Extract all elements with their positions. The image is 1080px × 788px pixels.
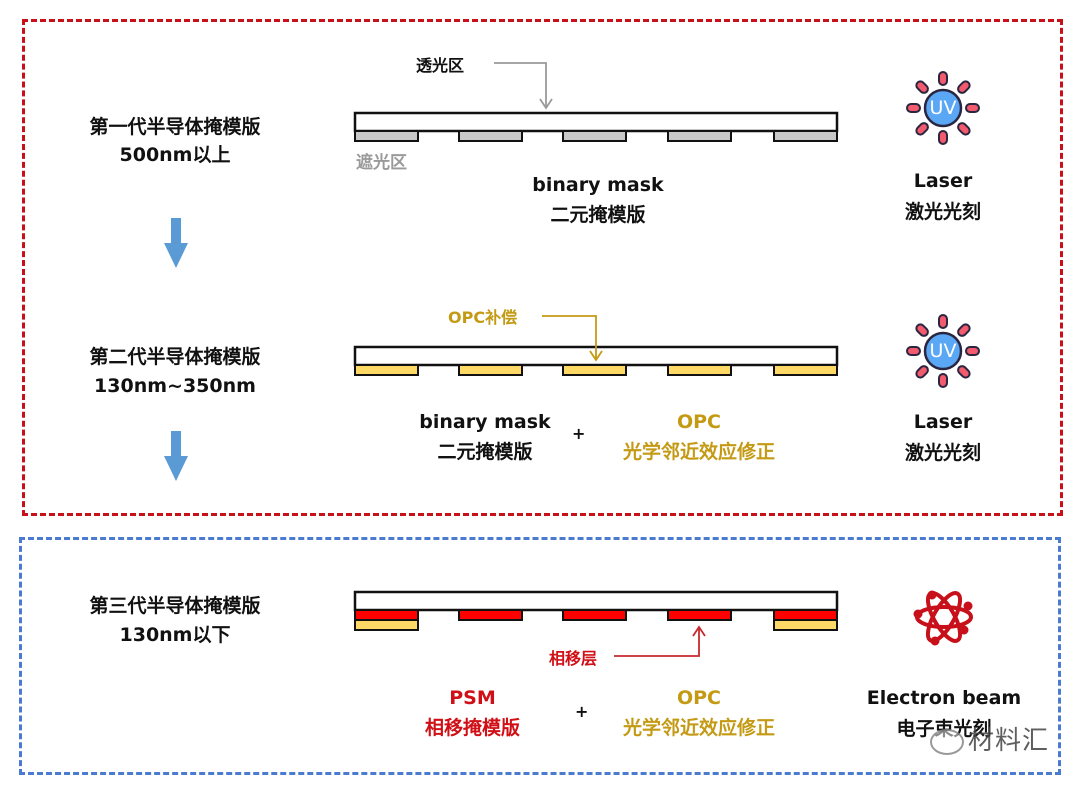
- opc-label-zh: 光学邻近效应修正: [622, 441, 775, 463]
- watermark-text: 材料汇: [968, 726, 1050, 756]
- gen2-node: 130nm~350nm: [94, 375, 256, 397]
- transparent-area-label: 透光区: [416, 56, 465, 75]
- gen3-node: 130nm以下: [119, 624, 231, 646]
- opc-label-zh: 光学邻近效应修正: [622, 717, 775, 739]
- psm-label-en: PSM: [449, 687, 496, 709]
- opc-compensation-pointer: [542, 315, 603, 362]
- psm-label-zh: 相移掩模版: [424, 717, 520, 739]
- watermark: 材料汇: [930, 720, 1049, 757]
- laser-label-en: Laser: [913, 411, 973, 433]
- uv-light-icon: [906, 314, 980, 388]
- laser-label-zh: 激光光刻: [904, 201, 981, 223]
- opc-label-en: OPC: [676, 687, 722, 709]
- binary-mask-label-en: binary mask: [419, 411, 551, 433]
- uv-light-icon: [906, 71, 980, 145]
- plus-sign: +: [575, 702, 589, 721]
- opc-label-en: OPC: [676, 411, 722, 433]
- binary-mask-label-en: binary mask: [532, 174, 664, 196]
- uv-label: UV: [929, 340, 957, 362]
- phase-layer-pointer: [614, 625, 706, 657]
- phase-layer-label: 相移层: [549, 649, 598, 668]
- transparent-area-pointer: [494, 62, 553, 110]
- legacy-generations-frame: [22, 19, 1063, 516]
- gen3-title: 第三代半导体掩模版: [89, 595, 261, 617]
- opc-compensation-label: OPC补偿: [448, 308, 518, 327]
- binary-mask-label-zh: 二元掩模版: [437, 441, 533, 463]
- uv-label: UV: [929, 97, 957, 119]
- atom-icon: [913, 590, 973, 646]
- laser-label-zh: 激光光刻: [904, 442, 981, 464]
- laser-label-en: Laser: [913, 170, 973, 192]
- down-arrow-icon: [164, 218, 188, 268]
- gen1-node: 500nm以上: [119, 144, 231, 166]
- down-arrow-icon: [164, 431, 188, 481]
- opaque-area-label: 遮光区: [356, 153, 407, 173]
- phase-shift-mask-diagram: [353, 590, 839, 631]
- binary-mask-label-zh: 二元掩模版: [550, 204, 646, 226]
- binary-mask-diagram: [353, 111, 839, 142]
- wechat-icon: [930, 728, 964, 755]
- gen1-title: 第一代半导体掩模版: [89, 116, 261, 138]
- third-generation-frame: [19, 537, 1061, 775]
- electron-beam-label-en: Electron beam: [866, 687, 1022, 709]
- plus-sign: +: [572, 424, 586, 443]
- gen2-title: 第二代半导体掩模版: [89, 346, 261, 368]
